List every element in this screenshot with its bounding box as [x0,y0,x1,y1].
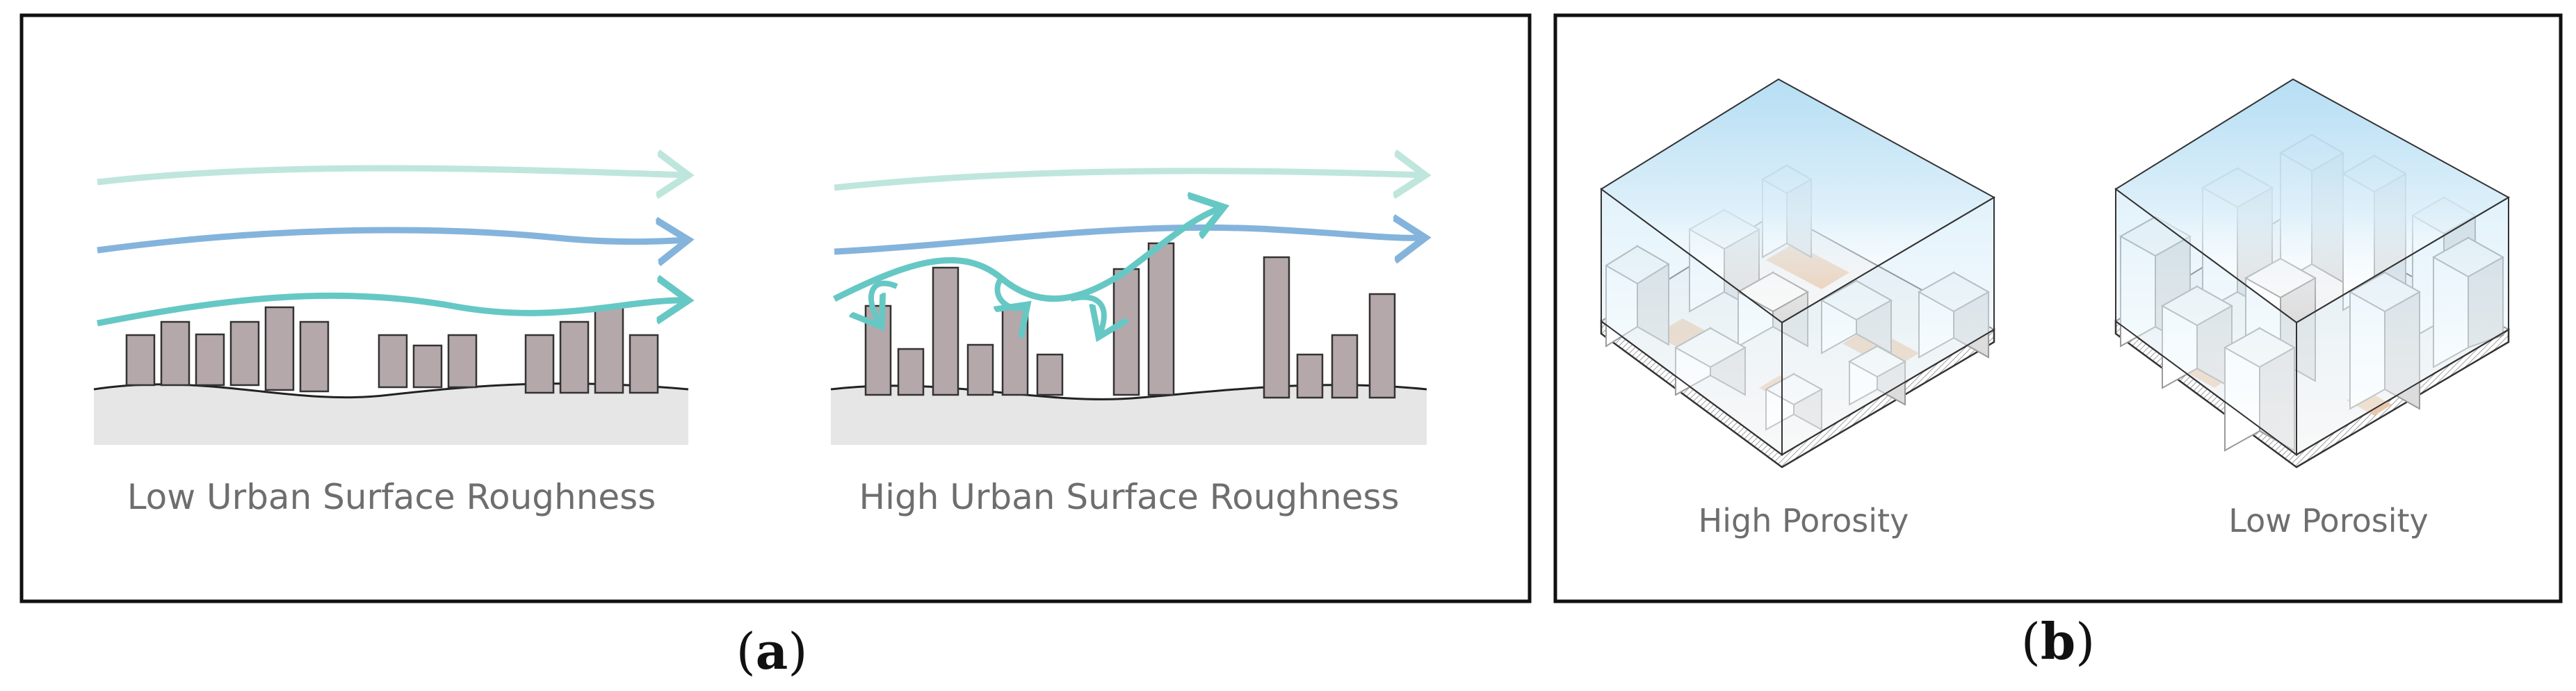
air-volume-right [2296,196,2509,456]
building [447,334,478,389]
building [966,343,994,396]
air-volume-right [1781,196,1995,456]
buildings-high [864,242,1396,399]
building [1036,353,1064,396]
low-roughness-diagram: Low Urban Surface Roughness [93,168,688,517]
building [195,333,225,387]
wind-arrow-top-high [834,171,1425,188]
building [1147,242,1175,396]
low-roughness-label: Low Urban Surface Roughness [127,477,656,517]
building [1331,334,1359,399]
building [125,334,156,387]
building [1001,304,1029,396]
building [160,320,191,387]
wind-eddy-left [871,280,898,327]
wind-arrow-mid-high [834,227,1425,252]
high-porosity-diagram: High Porosity [1600,78,1996,539]
building [264,306,295,391]
panel-a-caption: (a) [736,621,808,681]
building [629,334,659,394]
buildings-low [125,306,659,394]
wind-arrow-mid-low [97,230,688,250]
building [594,306,624,394]
building [1263,256,1290,399]
building [1296,353,1324,399]
panel-b-caption: (b) [2021,612,2096,671]
wind-eddy-mid [998,276,1028,309]
building [932,266,959,396]
low-porosity-diagram: Low Porosity [2114,78,2511,539]
wind-arrow-top-low [97,168,688,182]
high-roughness-label: High Urban Surface Roughness [859,477,1399,517]
building [299,320,330,393]
wind-arrow-rising-high [832,207,1224,302]
building [412,344,443,389]
panel-a-frame [19,13,1532,603]
building [378,334,408,389]
building [1368,293,1396,399]
ground-high [831,384,1427,445]
building [559,320,590,394]
wind-arrow-low-low [97,295,688,327]
building [229,320,260,387]
building [524,334,555,394]
building [1112,268,1140,396]
ground-low [94,383,688,445]
high-roughness-diagram: High Urban Surface Roughness [830,171,1427,517]
high-porosity-label: High Porosity [1699,502,1909,539]
panel-b-frame [1553,13,2563,603]
low-porosity-label: Low Porosity [2228,502,2429,539]
building [897,348,925,396]
wind-eddy-right [1070,294,1104,337]
